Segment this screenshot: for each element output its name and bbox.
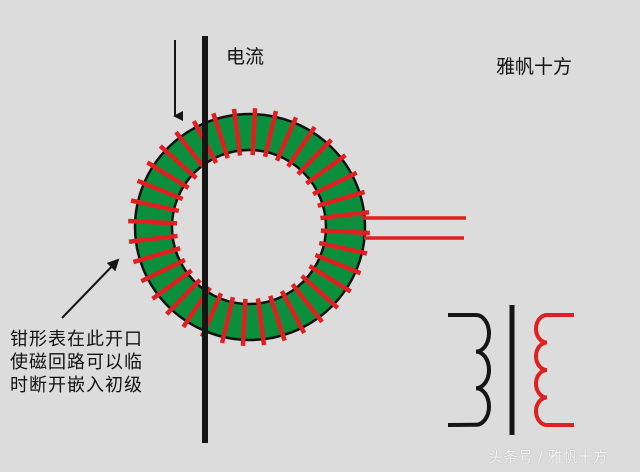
- winding-turn: [130, 198, 180, 214]
- winding-turn: [211, 112, 230, 159]
- winding-turn: [320, 228, 370, 236]
- winding-turn: [308, 264, 352, 294]
- winding-turn: [314, 252, 362, 276]
- winding-turn: [136, 178, 184, 202]
- current-label: 电流: [226, 46, 265, 68]
- winding-turn: [290, 283, 324, 324]
- toroid-windings: [128, 108, 370, 346]
- winding-turn: [146, 160, 190, 190]
- winding-turn: [165, 278, 202, 316]
- winding-turn: [174, 130, 208, 171]
- winding-turn: [151, 268, 193, 301]
- winding-turn: [128, 233, 178, 245]
- winding-turn: [140, 257, 186, 284]
- winding-turn: [250, 108, 258, 156]
- winding-turn: [262, 110, 279, 158]
- winding-turn: [279, 290, 307, 334]
- brand-label: 雅帆十方: [496, 56, 573, 78]
- winding-turn: [128, 218, 178, 226]
- winding-turn: [305, 153, 347, 186]
- winding-turn: [231, 108, 243, 156]
- winding-turn: [158, 144, 198, 180]
- winding-turn: [132, 246, 181, 265]
- winding-turn: [219, 296, 236, 344]
- winding-turn: [300, 274, 340, 310]
- winding-turn: [274, 116, 299, 162]
- primary-coil-symbol: [447, 313, 491, 427]
- winding-turn: [255, 298, 267, 346]
- clamp-note: 钳形表在此开口 使磁回路可以临 时断开嵌入初级: [10, 328, 143, 397]
- winding-turn: [320, 209, 370, 221]
- watermark: 头条号 / 雅帆十方: [488, 448, 608, 466]
- note-line: 时断开嵌入初级: [10, 375, 143, 396]
- toroid-core: [133, 112, 367, 342]
- winding-turn: [286, 125, 317, 168]
- winding-turn: [296, 138, 333, 176]
- winding-turn: [268, 295, 287, 342]
- winding-turn: [240, 298, 248, 346]
- winding-turn: [318, 240, 368, 256]
- pointer-arrow: [61, 258, 120, 319]
- note-line: 钳形表在此开口: [10, 329, 143, 350]
- note-line: 使磁回路可以临: [10, 352, 143, 373]
- winding-turn: [317, 189, 366, 208]
- winding-turn: [312, 170, 358, 197]
- secondary-coil-symbol: [534, 313, 574, 427]
